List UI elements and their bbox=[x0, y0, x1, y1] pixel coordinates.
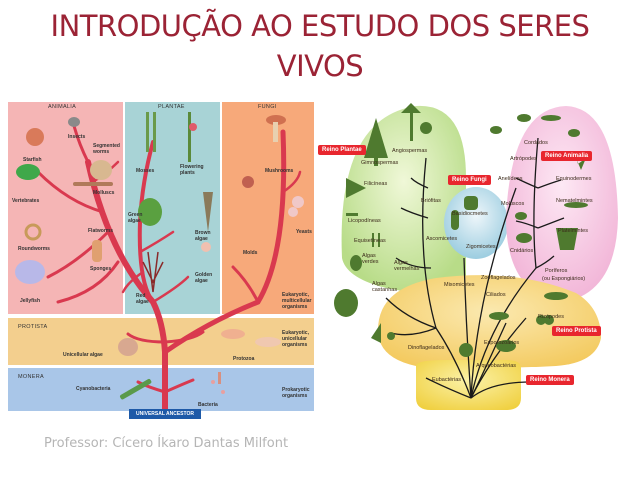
label-sponges: Sponges bbox=[90, 266, 112, 272]
label-jellyfish: Jellyfish bbox=[20, 298, 41, 304]
tree-branches-icon bbox=[15, 112, 304, 414]
label-vertebrates: Vertebrates bbox=[12, 198, 40, 204]
label-eubacterias: Eubactérias bbox=[432, 377, 462, 383]
label-flatworms: Flatworms bbox=[88, 228, 114, 234]
label-cnidarios: Cnidários bbox=[510, 248, 534, 254]
label-equinodermes: Equinodermes bbox=[556, 176, 592, 182]
badge-reino-protista: Reino Protista bbox=[552, 326, 601, 336]
five-kingdoms-tree-diagram: ANIMALIA PLANTAE FUNGI PROTISTA MONERA I… bbox=[8, 102, 314, 419]
label-cyanobacteria: Cyanobacteria bbox=[76, 386, 111, 392]
kingdom-header-animalia: ANIMALIA bbox=[48, 104, 77, 110]
label-esporozoarios: Esporozoários bbox=[484, 340, 520, 346]
kingdom-header-plantae: PLANTAE bbox=[158, 104, 185, 110]
label-dinoflagelados: Dinoflagelados bbox=[408, 345, 445, 351]
badge-reino-plantae: Reino Plantae bbox=[318, 145, 366, 155]
note-eukaryotic-multicellular: Eukaryotic, multicellular organisms bbox=[282, 292, 312, 310]
label-flowering-plants: Flowering plants bbox=[180, 164, 204, 176]
label-nematelmintes: Nematelmintes bbox=[556, 198, 593, 204]
label-licopodineas: Licopodíneas bbox=[348, 218, 381, 224]
label-molds: Molds bbox=[243, 250, 258, 256]
label-poriferos-alt: (ou Espongiários) bbox=[542, 276, 586, 282]
label-angiospermas: Angiospermas bbox=[392, 148, 428, 154]
label-moluscos: Moluscos bbox=[501, 201, 525, 207]
label-mixomicetes: Mixomicetes bbox=[444, 282, 475, 288]
label-zigomicetes: Zigomicetes bbox=[466, 244, 496, 250]
label-mushrooms: Mushrooms bbox=[265, 168, 294, 174]
label-insects: Insects bbox=[68, 134, 86, 140]
label-mosses: Mosses bbox=[136, 168, 155, 174]
label-filicineas: Filicíneas bbox=[364, 181, 388, 187]
universal-ancestor-label: UNIVERSAL ANCESTOR bbox=[129, 409, 201, 419]
badge-reino-fungi: Reino Fungi bbox=[448, 175, 491, 185]
note-prokaryotic: Prokaryotic organisms bbox=[282, 387, 310, 399]
label-basidiocmetes: Basidiocmetes bbox=[452, 211, 488, 217]
label-ciliados: Ciliados bbox=[486, 292, 506, 298]
badge-reino-monera: Reino Monera bbox=[526, 375, 574, 385]
label-roundworms: Roundworms bbox=[18, 246, 50, 252]
label-anelideos: Anelídeos bbox=[498, 176, 523, 182]
label-bacteria: Bacteria bbox=[198, 402, 218, 408]
label-algas-verdes: Algas verdes bbox=[362, 253, 379, 265]
label-green-algae: Green algae bbox=[128, 212, 143, 224]
title-line-1: INTRODUÇÃO AO ESTUDO DOS SERES bbox=[50, 9, 590, 43]
badge-reino-animalia: Reino Animalia bbox=[541, 151, 593, 161]
kingdom-header-monera: MONERA bbox=[18, 374, 44, 380]
professor-credit: Professor: Cícero Íkaro Dantas Milfont bbox=[44, 436, 289, 451]
label-poriferos: Poríferos bbox=[545, 268, 568, 274]
kingdom-header-fungi: FUNGI bbox=[258, 104, 277, 110]
label-artropodes: Artrópodes bbox=[510, 156, 537, 162]
label-arqueobacterias: Arqueobactérias bbox=[476, 363, 517, 369]
label-yeasts: Yeasts bbox=[296, 229, 312, 235]
label-golden-algae: Golden algae bbox=[195, 272, 213, 284]
title-line-2: VIVOS bbox=[276, 49, 364, 83]
label-ascomicetes: Ascomicetes bbox=[426, 236, 458, 242]
label-segmented-worms: Segmented worms bbox=[93, 143, 120, 155]
label-protozoa: Protozoa bbox=[233, 356, 255, 362]
label-zooflagelados: Zooflagelados bbox=[481, 275, 516, 281]
label-algas-vermelhas: Algas vermelhas bbox=[394, 260, 420, 272]
kingdom-header-protista: PROTISTA bbox=[18, 324, 48, 330]
label-unicellular-algae: Unicellular algae bbox=[63, 352, 103, 358]
label-gimnospermas: Gimnospermas bbox=[361, 160, 399, 166]
label-cordados: Cordados bbox=[524, 140, 548, 146]
slide-title: INTRODUÇÃO AO ESTUDO DOS SERES VIVOS bbox=[0, 6, 640, 86]
label-molluscs: Molluscs bbox=[93, 190, 115, 196]
label-algas-castanhas: Algas castanhas bbox=[372, 281, 398, 293]
label-starfish: Starfish bbox=[23, 157, 42, 163]
label-red-algae: Red algae bbox=[136, 293, 149, 305]
label-equisetineas: Equisetíneas bbox=[354, 238, 386, 244]
label-brown-algae: Brown algae bbox=[195, 230, 211, 242]
label-platelmintes: Platelmintes bbox=[558, 228, 588, 234]
reinos-diagram: Reino Plantae Reino Fungi Reino Animalia… bbox=[316, 98, 640, 418]
reinos-background-shapes-icon bbox=[334, 103, 618, 410]
label-briofitas: Briófitas bbox=[421, 198, 441, 204]
note-eukaryotic-unicellular: Eukaryotic, unicellular organisms bbox=[282, 330, 309, 348]
label-rizopodes: Rizópodes bbox=[538, 314, 564, 320]
